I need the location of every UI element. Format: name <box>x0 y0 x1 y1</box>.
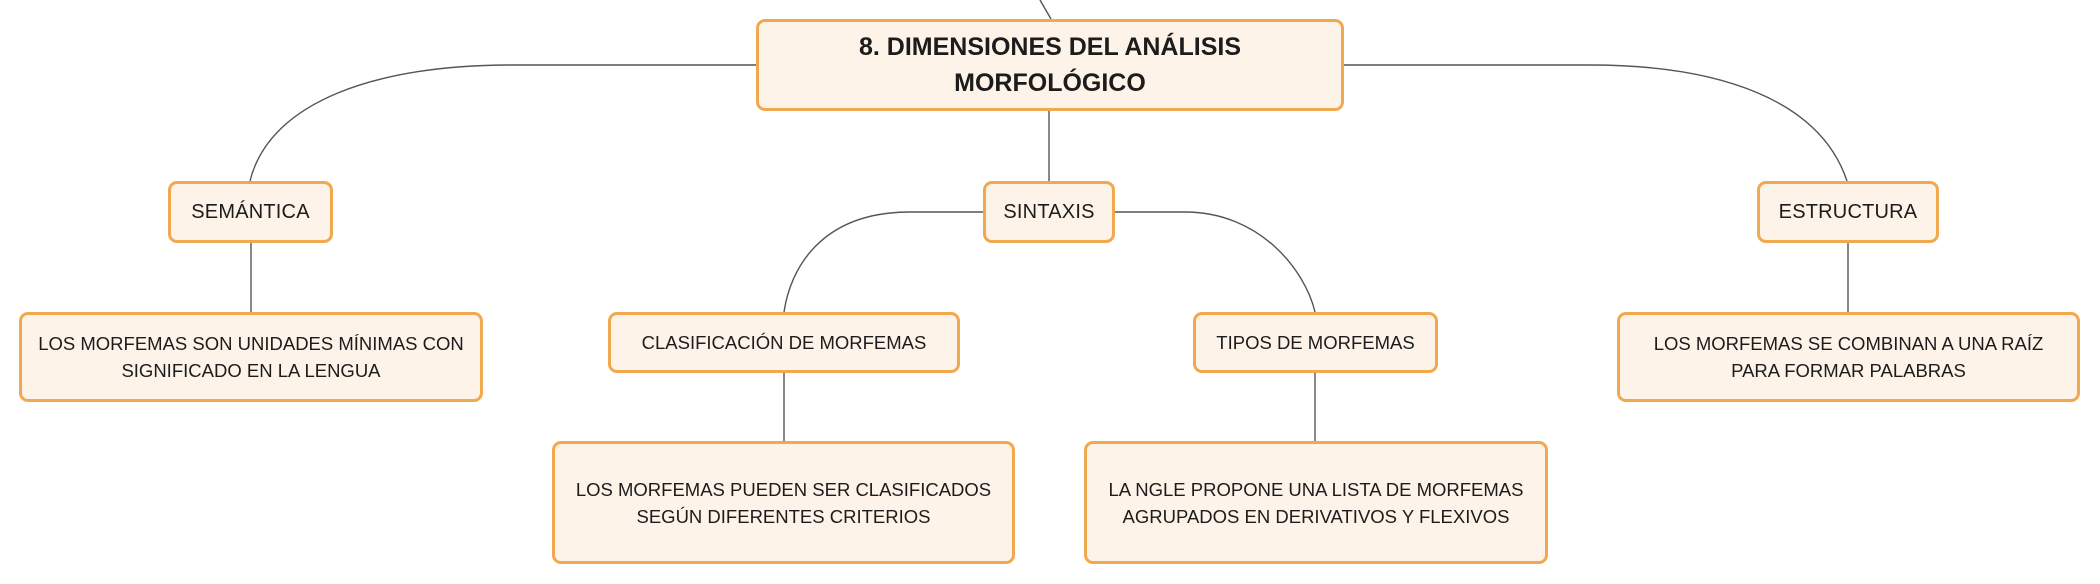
semantica-description-line-1: LOS MORFEMAS SON UNIDADES MÍNIMAS CON <box>38 333 464 354</box>
tipos-description-node[interactable]: LA NGLE PROPONE UNA LISTA DE MORFEMAS AG… <box>1084 441 1548 564</box>
root-title: 8. DIMENSIONES DEL ANÁLISIS MORFOLÓGICO <box>859 29 1241 101</box>
tipos-label: TIPOS DE MORFEMAS <box>1216 332 1415 353</box>
clasificacion-node[interactable]: CLASIFICACIÓN DE MORFEMAS <box>608 312 960 373</box>
connector-sintaxis-clasificacion <box>783 211 983 313</box>
sintaxis-label: SINTAXIS <box>1003 200 1095 223</box>
tipos-description-line-1: LA NGLE PROPONE UNA LISTA DE MORFEMAS <box>1108 478 1524 500</box>
tipos-node[interactable]: TIPOS DE MORFEMAS <box>1193 312 1438 373</box>
root-node[interactable]: 8. DIMENSIONES DEL ANÁLISIS MORFOLÓGICO <box>756 19 1344 111</box>
root-title-line-2: MORFOLÓGICO <box>954 69 1146 97</box>
tipos-description-text: LA NGLE PROPONE UNA LISTA DE MORFEMAS AG… <box>1109 476 1524 530</box>
clasificacion-description-line-2: SEGÚN DIFERENTES CRITERIOS <box>636 505 931 527</box>
connector-sintaxis-tipos <box>1115 211 1316 313</box>
connector-root-semantica <box>249 64 756 182</box>
estructura-label: ESTRUCTURA <box>1778 200 1918 223</box>
semantica-node[interactable]: SEMÁNTICA <box>168 181 333 243</box>
tipos-description-line-2: AGRUPADOS EN DERIVATIVOS Y FLEXIVOS <box>1122 505 1510 527</box>
connector-parent-stub <box>1039 0 1052 20</box>
semantica-description-node[interactable]: LOS MORFEMAS SON UNIDADES MÍNIMAS CON SI… <box>19 312 483 402</box>
estructura-node[interactable]: ESTRUCTURA <box>1757 181 1939 243</box>
estructura-description-line-1: LOS MORFEMAS SE COMBINAN A UNA RAÍZ <box>1653 333 2044 354</box>
clasificacion-description-text: LOS MORFEMAS PUEDEN SER CLASIFICADOS SEG… <box>576 476 991 530</box>
root-title-line-1: 8. DIMENSIONES DEL ANÁLISIS <box>858 33 1241 61</box>
clasificacion-label: CLASIFICACIÓN DE MORFEMAS <box>641 332 927 353</box>
estructura-description-line-2: PARA FORMAR PALABRAS <box>1731 360 1966 381</box>
clasificacion-description-line-1: LOS MORFEMAS PUEDEN SER CLASIFICADOS <box>575 478 992 500</box>
semantica-description-line-2: SIGNIFICADO EN LA LENGUA <box>121 360 381 381</box>
connector-root-estructura <box>1344 64 1848 182</box>
clasificacion-description-node[interactable]: LOS MORFEMAS PUEDEN SER CLASIFICADOS SEG… <box>552 441 1015 564</box>
estructura-description-node[interactable]: LOS MORFEMAS SE COMBINAN A UNA RAÍZ PARA… <box>1617 312 2080 402</box>
sintaxis-node[interactable]: SINTAXIS <box>983 181 1115 243</box>
semantica-description-text: LOS MORFEMAS SON UNIDADES MÍNIMAS CON SI… <box>38 330 464 384</box>
semantica-label: SEMÁNTICA <box>191 200 310 223</box>
estructura-description-text: LOS MORFEMAS SE COMBINAN A UNA RAÍZ PARA… <box>1654 330 2044 384</box>
